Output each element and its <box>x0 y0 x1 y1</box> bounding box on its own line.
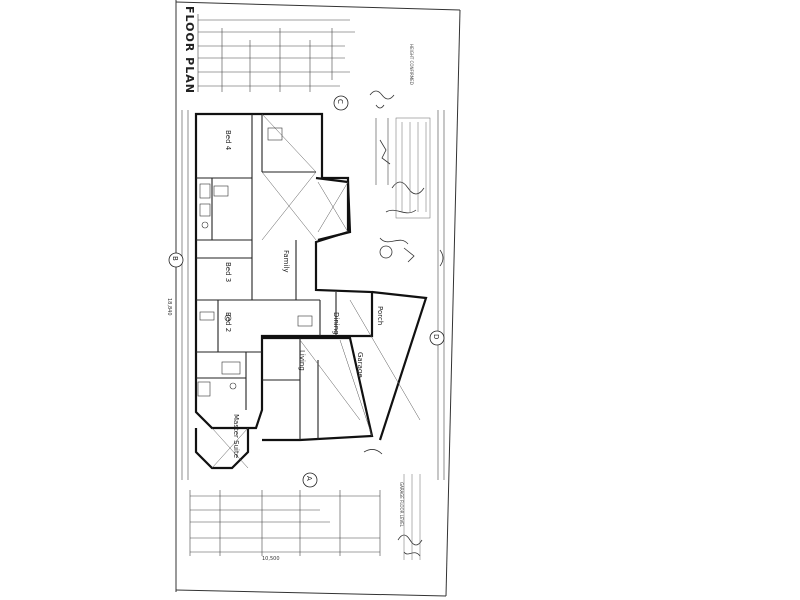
room-label-dining: Dining <box>332 312 340 335</box>
note-top: HEIGHT CONFIRMED <box>409 44 414 85</box>
page-title: FLOOR PLAN <box>183 6 196 94</box>
stamp-block <box>395 117 431 560</box>
grid-marker-a: A <box>305 476 313 481</box>
dimension-overall: 18,840 <box>166 298 172 316</box>
side-dimension-lines <box>181 110 445 480</box>
room-label-porch: Porch <box>376 306 384 326</box>
dimension-left: 10,500 <box>262 556 280 562</box>
note-bottom: GARAGE FLOOR LEVEL <box>399 482 404 527</box>
interior-walls <box>196 114 337 440</box>
page-border <box>175 0 461 597</box>
handwritten-annotations <box>363 90 444 557</box>
room-label-bed2: Bed 2 <box>224 312 232 333</box>
room-label-garage: Garage <box>356 352 364 378</box>
room-label-bed3: Bed 3 <box>224 262 232 283</box>
construction-lines <box>211 113 421 469</box>
fixtures <box>197 127 313 397</box>
grid-marker-circles <box>168 95 445 488</box>
room-label-master: Master Suite <box>232 414 240 459</box>
room-label-living: Living <box>298 350 306 371</box>
room-label-family: Family <box>282 250 290 273</box>
building-outline <box>194 112 428 470</box>
room-label-bed4: Bed 4 <box>224 130 232 151</box>
top-dimension-lines <box>197 14 355 92</box>
bottom-dimension-lines <box>189 490 381 556</box>
grid-marker-c: C <box>336 99 344 104</box>
grid-marker-d: D <box>432 334 440 340</box>
grid-marker-b: B <box>171 256 179 261</box>
